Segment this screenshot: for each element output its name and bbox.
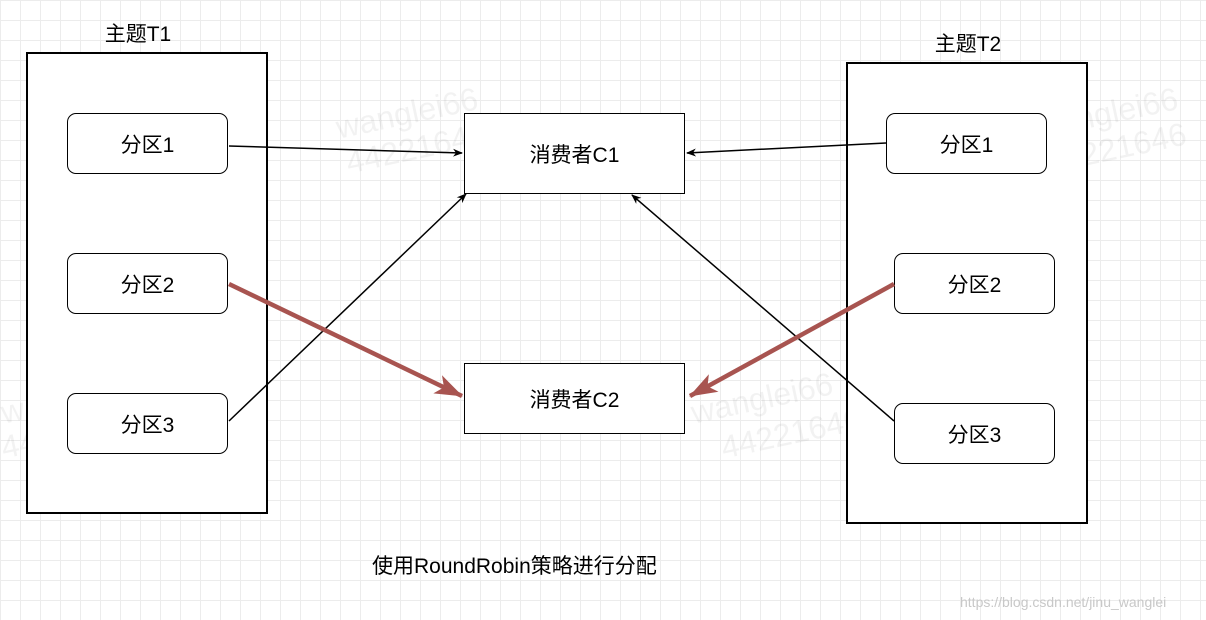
diagram-caption: 使用RoundRobin策略进行分配 bbox=[372, 555, 657, 578]
t1-partition-1-label: 分区1 bbox=[120, 133, 175, 157]
t2-partition-3-label: 分区3 bbox=[947, 423, 1002, 447]
t1-partition-2-label: 分区2 bbox=[120, 273, 175, 297]
t2-partition-2-label: 分区2 bbox=[947, 273, 1002, 297]
t2-partition-1-label: 分区1 bbox=[939, 133, 994, 157]
arrow-t1p1-to-c1 bbox=[228, 145, 463, 157]
t1-partition-3[interactable]: 分区3 bbox=[67, 393, 228, 454]
t1-partition-2[interactable]: 分区2 bbox=[67, 253, 228, 314]
consumer-c2-label: 消费者C2 bbox=[529, 388, 620, 412]
arrow-t2p3-to-c1 bbox=[631, 194, 895, 422]
topic-t1-label: 主题T1 bbox=[104, 23, 172, 46]
arrow-t1p3-to-c1 bbox=[228, 193, 467, 422]
source-url-watermark: https://blog.csdn.net/jinu_wanglei bbox=[960, 594, 1167, 610]
arrow-t2p1-to-c1 bbox=[686, 142, 887, 157]
topic-t2-label: 主题T2 bbox=[934, 33, 1002, 56]
t2-partition-2[interactable]: 分区2 bbox=[894, 253, 1055, 314]
t1-partition-3-label: 分区3 bbox=[120, 413, 175, 437]
consumer-c1[interactable]: 消费者C1 bbox=[464, 113, 685, 194]
arrow-t2p2-to-c2 bbox=[688, 282, 896, 398]
consumer-c2[interactable]: 消费者C2 bbox=[464, 363, 685, 434]
consumer-c1-label: 消费者C1 bbox=[529, 143, 620, 167]
t2-partition-3[interactable]: 分区3 bbox=[894, 403, 1055, 464]
arrow-t1p2-to-c2 bbox=[228, 281, 463, 399]
t1-partition-1[interactable]: 分区1 bbox=[67, 113, 228, 174]
t2-partition-1[interactable]: 分区1 bbox=[886, 113, 1047, 174]
